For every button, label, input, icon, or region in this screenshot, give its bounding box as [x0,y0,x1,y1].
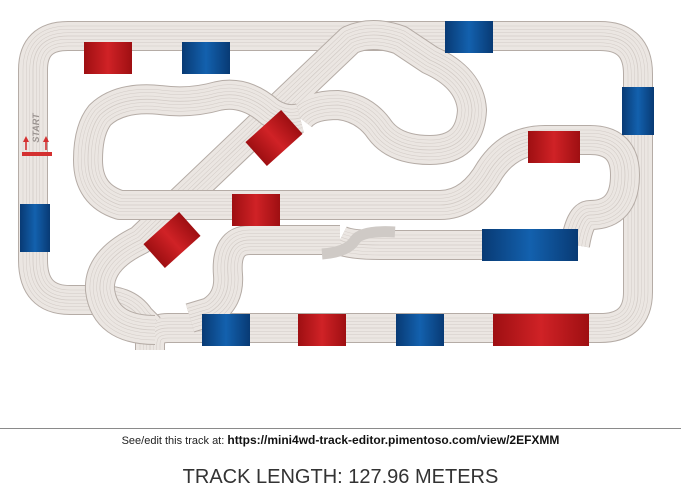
start-arrow-head-icon [23,136,29,142]
track-segment-red [298,314,346,346]
track-lower-hook-lane-center [189,239,340,319]
track-inner-diagonal-lane-inner [96,31,476,334]
track-segment-blue [396,314,444,346]
track-inner-diagonal-lane-gap-mid [93,28,479,337]
track-segment-red [245,110,303,166]
track-segment-blue [202,314,250,346]
track-inner-left-lobe-lane-center [87,94,301,206]
start-arrow-head-icon [43,136,49,142]
track-url-link[interactable]: https://mini4wd-track-editor.pimentoso.c… [227,433,560,447]
lane-crossover [321,226,396,260]
track-inner-diagonal-lane-center [99,34,473,331]
start-line [22,152,52,156]
track-left-bottom [18,190,161,339]
track-inner-diagonal-lane-outer [89,24,483,341]
lane-crossover-body [321,226,396,260]
track-length: TRACK LENGTH: 127.96 METERS [182,466,499,488]
track-inner-diagonal-lane-gap-inner [96,32,475,333]
track-lower-hook [185,224,340,333]
track-inner-right [300,125,640,248]
track-link-line: See/edit this track at: https://mini4wd-… [0,433,681,447]
track-segment-blue [482,229,578,261]
track-segment-blue [622,87,654,135]
track-inner-right-lane-center [300,139,626,246]
track-inner-diagonal-surface [85,21,486,344]
footer-divider [0,428,681,429]
track-layout: START [18,20,654,360]
track-segment-red [493,314,589,346]
track-inner-diagonal-lane-gap-outer [90,25,482,340]
see-edit-label: See/edit this track at: [121,435,225,447]
track-segment-red [232,194,280,226]
track-surface [18,20,653,360]
start-marker: START [22,112,52,156]
track-inner-left-lobe [73,79,304,220]
track-left-bottom-lane-center [32,190,151,329]
start-label: START [31,112,41,143]
track-inner-diagonal-lane-mid [92,28,479,337]
track-segment-red [528,131,580,163]
track-segment-blue [182,42,230,74]
track-segment-blue [445,21,493,53]
track-inner-diagonal [84,20,487,345]
track-segments [20,21,654,346]
track-segment-red [143,212,201,268]
track-segment-blue [20,204,50,252]
track-segment-red [84,42,132,74]
track-inner-diagonal-edge [84,20,487,345]
